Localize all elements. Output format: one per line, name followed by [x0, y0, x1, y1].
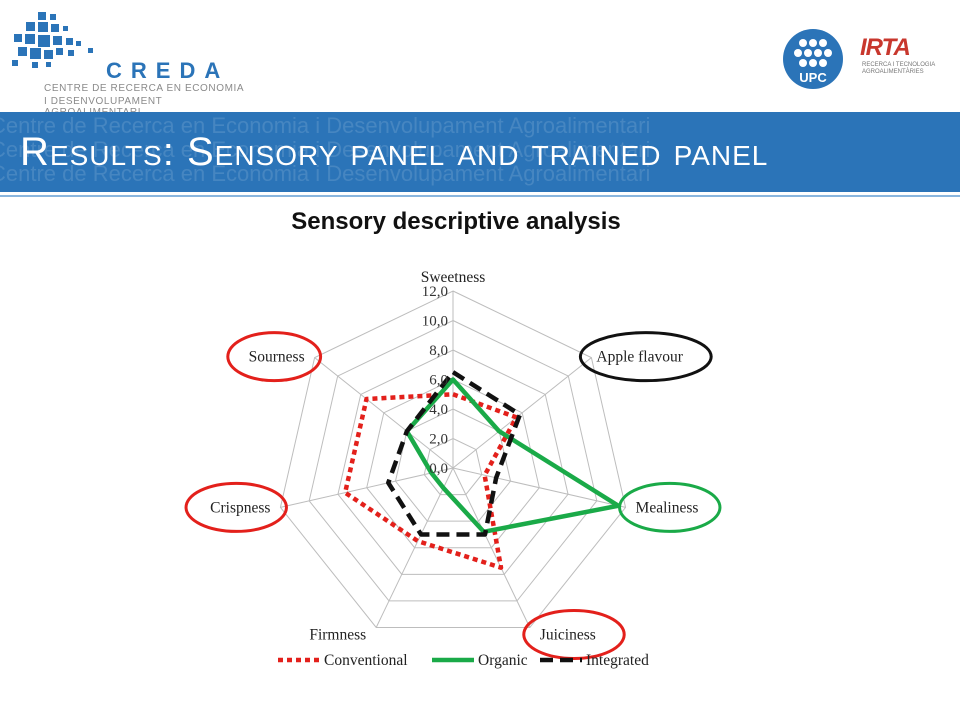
banner-background-line: Centre de Recerca en Economia i Desenvol… [0, 137, 651, 162]
axis-label-juiciness: Juiciness [540, 626, 596, 643]
grid-ring [423, 437, 483, 496]
grid-spoke [452, 467, 626, 508]
slide-header: CREDA CENTRE DE RECERCA EN ECONOMIA I DE… [0, 0, 960, 118]
grid-ring [279, 290, 627, 628]
chart-title: Sensory descriptive analysis [291, 208, 621, 235]
creda-mosaic-icon [12, 12, 93, 68]
axis-label-apple-flavour: Apple flavour [596, 349, 683, 366]
banner-background-text: Centre de Recerca en Economia i Desenvol… [0, 114, 960, 186]
grid-ring [394, 408, 512, 522]
creda-subtitle-line1: CENTRE DE RECERCA EN ECONOMIA [44, 83, 245, 94]
irta-name: IRTA [860, 34, 911, 61]
radar-ticks: 0,0 2,0 4,0 6,0 8,0 10,0 12,0 [422, 284, 448, 477]
tick-label: 10,0 [422, 314, 448, 330]
series-line-integrated [386, 369, 523, 537]
grid-spoke [452, 357, 592, 469]
title-banner: Centre de Recerca en Economia i Desenvol… [0, 112, 960, 192]
legend-label: Conventional [324, 652, 408, 669]
irta-logo: IRTA RECERCA I TECNOLOGIA AGROALIMENTÀRI… [860, 34, 940, 84]
grid-spoke [375, 467, 454, 628]
axis-label-crispness: Crispness [210, 499, 270, 516]
creda-name: CREDA [106, 58, 230, 83]
grid-ring [337, 349, 569, 575]
upc-seal-icon: UPC [783, 29, 843, 89]
banner-background-line: Centre de Recerca en Economia i Desenvol… [0, 161, 651, 186]
tick-label: 0,0 [429, 461, 448, 477]
tick-label: 6,0 [429, 373, 448, 389]
grid-spoke [280, 467, 454, 508]
highlight-ellipse [184, 481, 288, 533]
grid-ring [366, 378, 540, 549]
radar-grid [279, 290, 627, 628]
tick-label: 12,0 [422, 284, 448, 300]
banner-divider [0, 195, 960, 197]
upc-label: UPC [799, 70, 827, 85]
legend-label: Organic [478, 652, 528, 669]
axis-label-sourness: Sourness [249, 349, 305, 366]
highlight-ellipse [522, 608, 626, 660]
banner-background-line: Centre de Recerca en Economia i Desenvol… [0, 113, 651, 138]
highlight-ellipse [618, 481, 722, 533]
slide-title: Results: Sensory panel and trained panel [20, 130, 769, 174]
axis-label-sweetness: Sweetness [421, 269, 486, 286]
upc-logo: UPC [782, 28, 844, 90]
highlight-ellipse [226, 331, 323, 383]
legend-label: Integrated [586, 652, 649, 669]
series-line-organic [404, 377, 621, 535]
axis-label-mealiness: Mealiness [636, 499, 699, 516]
tick-label: 4,0 [429, 402, 448, 418]
creda-logo: CREDA CENTRE DE RECERCA EN ECONOMIA I DE… [8, 8, 258, 118]
grid-ring [308, 319, 598, 602]
tick-label: 2,0 [429, 432, 448, 448]
series-line-conventional [342, 392, 519, 570]
tick-label: 8,0 [429, 343, 448, 359]
grid-spoke [452, 467, 531, 628]
highlight-ellipse [578, 331, 713, 383]
axis-label-firmness: Firmness [309, 626, 366, 643]
irta-subtitle: RECERCA I TECNOLOGIA AGROALIMENTÀRIES [862, 62, 935, 75]
radar-series [342, 369, 621, 570]
grid-spoke [314, 357, 454, 469]
chart-legend: Conventional Organic Integrated [278, 652, 649, 669]
radar-highlights [184, 331, 722, 660]
